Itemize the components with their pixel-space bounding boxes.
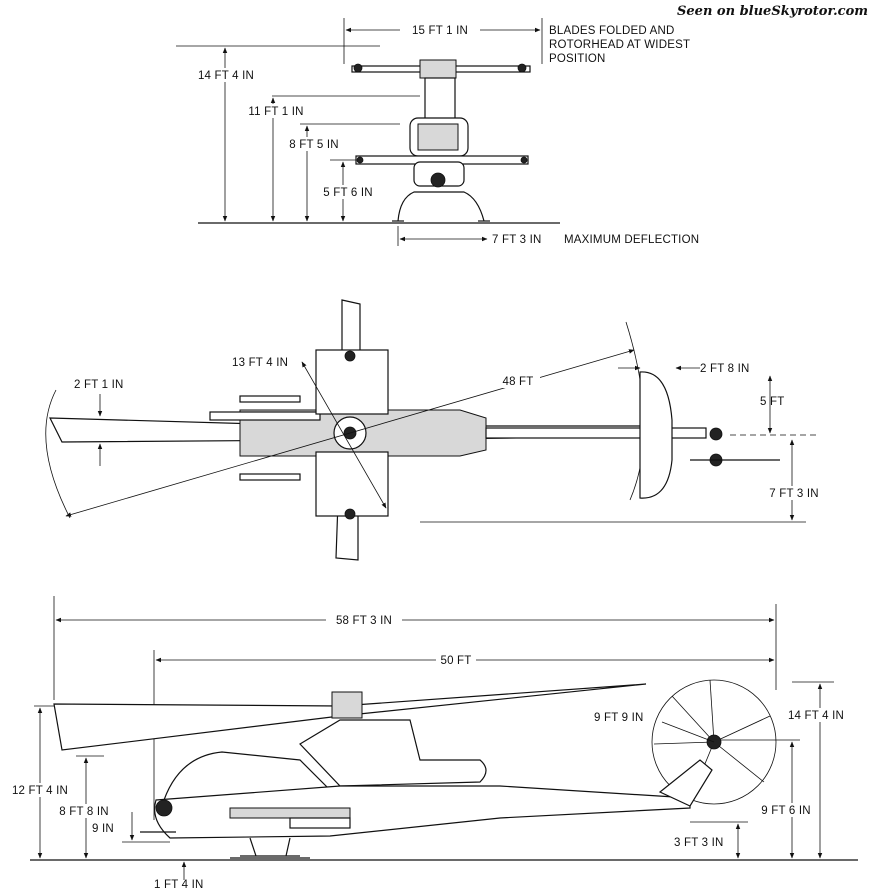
front-view: 15 FT 1 IN BLADES FOLDED AND ROTORHEAD A… <box>176 18 699 246</box>
side-tail-hub-label: 9 FT 6 IN <box>761 805 811 817</box>
top-tail-span-label: 7 FT 3 IN <box>769 488 819 500</box>
front-height-label-4: 5 FT 6 IN <box>323 187 373 199</box>
top-tail-boom <box>485 427 707 439</box>
top-diameter-label: 48 FT <box>502 376 533 388</box>
side-cockpit-canopy <box>163 751 332 801</box>
front-height-label-2: 11 FT 1 IN <box>248 106 303 118</box>
top-rotor-arc-left <box>45 389 71 519</box>
side-tail-rotor-label: 9 FT 9 IN <box>594 712 644 724</box>
side-ground-clearance-label: 1 FT 4 IN <box>154 879 204 891</box>
top-stub-wing-lower <box>315 451 389 517</box>
front-note-line2: ROTORHEAD AT WIDEST <box>549 39 690 51</box>
side-upper-fuselage <box>299 719 487 787</box>
front-note-line3: POSITION <box>549 53 606 65</box>
side-landing-skid <box>240 837 300 857</box>
top-tail-rotor-disc <box>639 371 673 499</box>
front-deflection-note: MAXIMUM DEFLECTION <box>564 234 699 246</box>
side-rotor-hub <box>331 691 363 719</box>
front-deflection-label: 7 FT 3 IN <box>492 234 542 246</box>
front-helicopter-drawing <box>351 59 531 222</box>
front-height-label-1: 14 FT 4 IN <box>198 70 254 82</box>
side-main-rotor-blade <box>53 683 647 751</box>
side-tail-height-label: 14 FT 4 IN <box>788 710 844 722</box>
top-folded-label: 13 FT 4 IN <box>232 357 288 369</box>
watermark-text: Seen on blueSkyrotor.com <box>677 4 868 19</box>
side-fuselage <box>154 785 691 839</box>
side-gun-height-label: 9 IN <box>92 823 114 835</box>
side-tail-rotor-disc <box>651 679 777 805</box>
side-fuselage-length-label: 50 FT <box>440 655 471 667</box>
top-folded-dimension <box>301 361 387 509</box>
top-blade-chord-label: 2 FT 1 IN <box>74 379 124 391</box>
side-overall-length-label: 58 FT 3 IN <box>336 615 392 627</box>
side-rotor-height-label: 12 FT 4 IN <box>12 785 68 797</box>
front-width-label: 15 FT 1 IN <box>412 25 468 37</box>
front-note-line1: BLADES FOLDED AND <box>549 25 674 37</box>
side-view: 58 FT 3 IN 50 FT 12 FT 4 IN 8 FT 8 IN 9 … <box>6 596 858 891</box>
front-height-label-3: 8 FT 5 IN <box>289 139 339 151</box>
top-tail-offset-label: 5 FT <box>760 396 784 408</box>
side-tail-skid-label: 3 FT 3 IN <box>674 837 724 849</box>
side-tail-fin <box>658 759 713 807</box>
side-nose-height-label: 8 FT 8 IN <box>59 806 109 818</box>
top-view: 48 FT 2 FT 1 IN 13 FT 4 IN 2 FT 8 IN 5 F… <box>45 299 824 561</box>
top-tail-chord-label: 2 FT 8 IN <box>700 363 750 375</box>
